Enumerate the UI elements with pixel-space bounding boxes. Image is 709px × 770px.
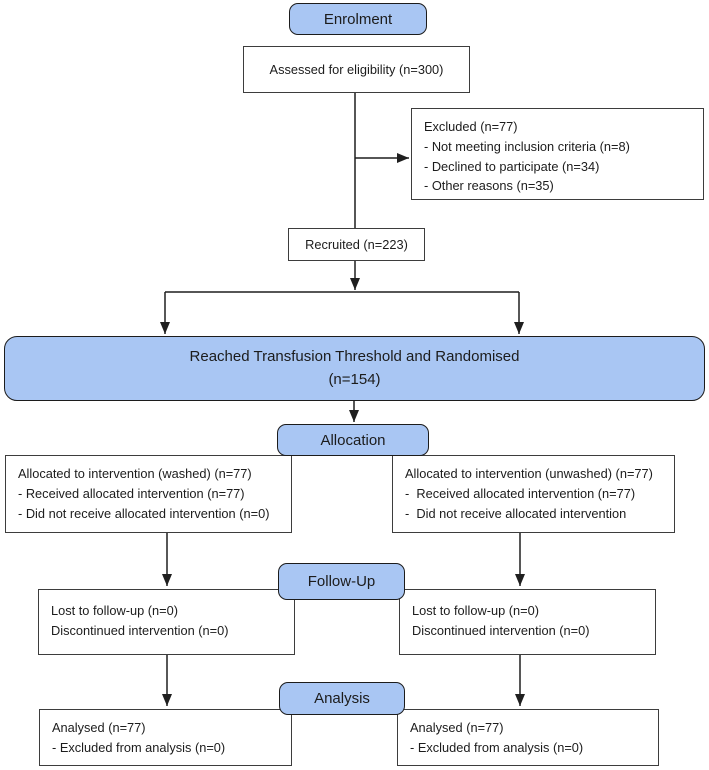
assessed-text: Assessed for eligibility (n=300) — [269, 62, 444, 77]
randomised-line2: (n=154) — [328, 370, 381, 388]
allocated-washed-line: - Did not receive allocated intervention… — [18, 505, 270, 521]
excluded-line: Excluded (n=77) — [424, 119, 518, 134]
allocated-unwashed-line: - Received allocated intervention (n=77) — [405, 485, 636, 501]
excluded-line: - Other reasons (n=35) — [424, 178, 554, 194]
analysis-washed-line: - Excluded from analysis (n=0) — [52, 739, 226, 755]
recruited-text: Recruited (n=223) — [305, 237, 408, 252]
followup-unwashed-box: Lost to follow-up (n=0) Discontinued int… — [399, 589, 656, 655]
stage-label-analysis: Analysis — [279, 682, 405, 715]
analysis-washed-box: Analysed (n=77) - Excluded from analysis… — [39, 709, 292, 766]
stage-label-follow-up: Follow-Up — [278, 563, 405, 600]
analysis-unwashed-line: - Excluded from analysis (n=0) — [410, 739, 584, 755]
followup-unwashed-line: Lost to follow-up (n=0) — [412, 603, 539, 618]
allocated-unwashed-box: Allocated to intervention (unwashed) (n=… — [392, 455, 675, 533]
followup-washed-line: Lost to follow-up (n=0) — [51, 603, 178, 618]
analysis-washed-line: Analysed (n=77) — [52, 720, 146, 735]
assessed-box: Assessed for eligibility (n=300) — [243, 46, 470, 93]
randomised-box: Reached Transfusion Threshold and Random… — [4, 336, 705, 401]
allocated-unwashed-line: Allocated to intervention (unwashed) (n=… — [405, 466, 653, 481]
allocated-washed-box: Allocated to intervention (washed) (n=77… — [5, 455, 292, 533]
analysis-unwashed-line: Analysed (n=77) — [410, 720, 504, 735]
excluded-box: Excluded (n=77) - Not meeting inclusion … — [411, 108, 704, 200]
randomised-line1: Reached Transfusion Threshold and Random… — [189, 348, 520, 365]
stage-label-allocation: Allocation — [277, 424, 429, 456]
followup-washed-line: Discontinued intervention (n=0) — [51, 622, 229, 638]
stage-label-enrolment: Enrolment — [289, 3, 427, 35]
followup-unwashed-line: Discontinued intervention (n=0) — [412, 622, 590, 638]
followup-washed-box: Lost to follow-up (n=0) Discontinued int… — [38, 589, 295, 655]
allocated-unwashed-line: - Did not receive allocated intervention — [405, 505, 627, 521]
excluded-line: - Declined to participate (n=34) — [424, 158, 600, 174]
allocated-washed-line: - Received allocated intervention (n=77) — [18, 485, 245, 501]
excluded-line: - Not meeting inclusion criteria (n=8) — [424, 138, 630, 154]
allocated-washed-line: Allocated to intervention (washed) (n=77… — [18, 466, 252, 481]
recruited-box: Recruited (n=223) — [288, 228, 425, 261]
analysis-unwashed-box: Analysed (n=77) - Excluded from analysis… — [397, 709, 659, 766]
